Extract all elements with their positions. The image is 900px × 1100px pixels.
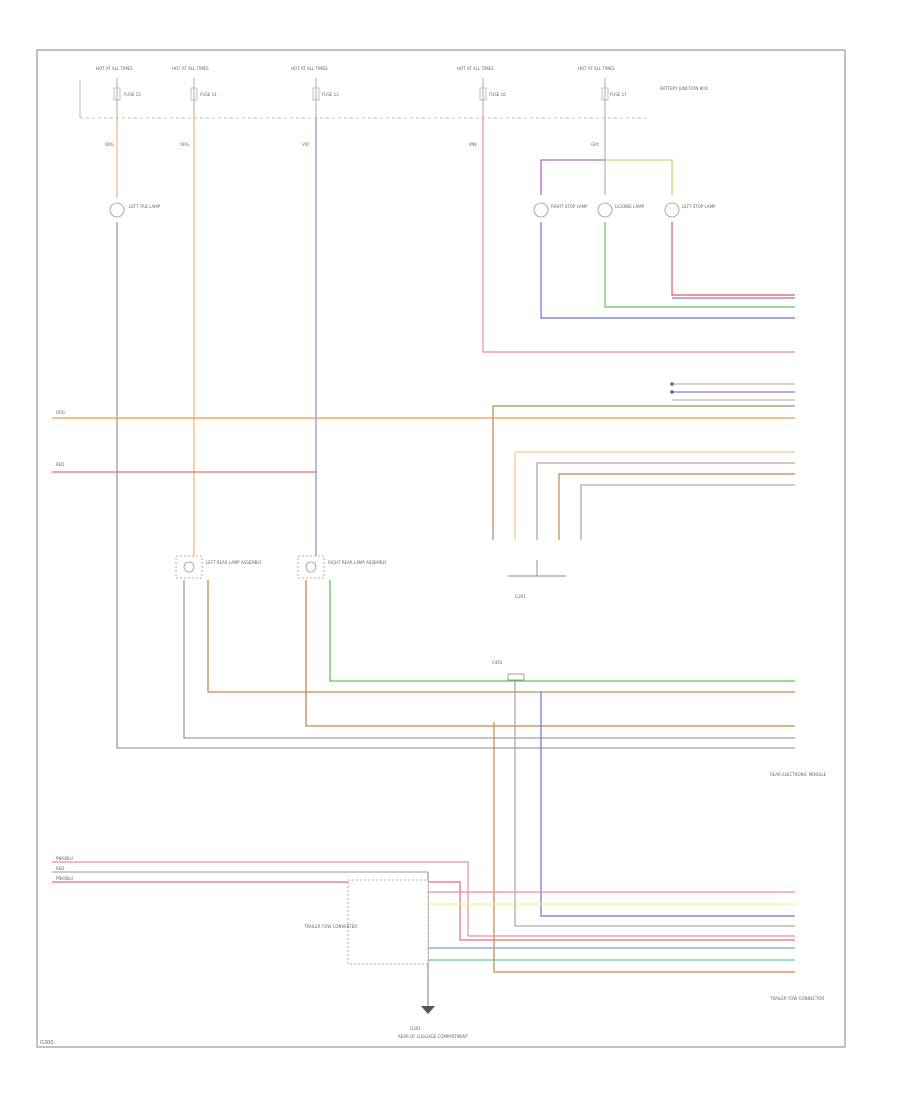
wire-left-corner-gray [183, 580, 795, 739]
ground-bottom: G301 REAR OF LUGGAGE COMPARTMENT [398, 1006, 469, 1039]
input-label-bottom-3: PNK/BLU [56, 876, 73, 881]
fuse-2-sub: FUSE 14 [200, 92, 217, 97]
section-note-rem: REAR ELECTRONIC MODULE [770, 772, 827, 777]
wire-right-corner-brown [305, 580, 795, 727]
lamp-license: LICENSE LAMP [597, 202, 645, 218]
trailer-tow-converter: TRAILER TOW CONVERTER [303, 879, 429, 965]
wire-cluster-red [671, 222, 795, 296]
wire-cluster-green [604, 222, 795, 308]
fuse-2-label: HOT AT ALL TIMES [172, 66, 209, 71]
wire-cluster-yellowgreen [605, 159, 673, 195]
fuse-1: HOT AT ALL TIMES FUSE 15 [96, 66, 141, 118]
fuse-3: HOT AT ALL TIMES FUSE 13 [291, 66, 339, 118]
lamp-left-tail: LEFT TAIL LAMP [109, 202, 161, 218]
input-label-bottom-2: RED [56, 866, 64, 871]
svg-text:C401: C401 [492, 660, 503, 665]
fuse-5-sub: FUSE 17 [610, 92, 627, 97]
wire-brown-bundle-1 [492, 405, 795, 540]
corner-lamp-left: LEFT REAR LAMP ASSEMBLY [175, 555, 262, 579]
fuse-1-sub: FUSE 15 [124, 92, 141, 97]
lamp-left-stop: LEFT STOP LAMP [664, 202, 716, 218]
wire-label-4: PNK [469, 142, 477, 147]
fuse-1-label: HOT AT ALL TIMES [96, 66, 133, 71]
fuse-4: HOT AT ALL TIMES FUSE 16 [457, 66, 506, 118]
fuse-5-label: HOT AT ALL TIMES [578, 66, 615, 71]
input-label-bottom-1: PNK/BLU [56, 856, 73, 861]
wire-right-corner-green [329, 580, 795, 682]
svg-text:LEFT TAIL LAMP: LEFT TAIL LAMP [129, 204, 161, 209]
svg-text:LEFT STOP LAMP: LEFT STOP LAMP [682, 204, 716, 209]
fuse-3-sub: FUSE 13 [322, 92, 339, 97]
fuse-4-sub: FUSE 16 [489, 92, 506, 97]
svg-text:REAR OF LUGGAGE COMPARTMENT: REAR OF LUGGAGE COMPARTMENT [398, 1034, 469, 1039]
wire-label-3: VIO [302, 142, 309, 147]
fuse-3-label: HOT AT ALL TIMES [291, 66, 328, 71]
wire-cluster-blue [540, 222, 795, 319]
svg-text:RIGHT REAR LAMP ASSEMBLY: RIGHT REAR LAMP ASSEMBLY [328, 560, 387, 565]
input-label-red: RED [56, 462, 64, 467]
splice-c401: C401 [492, 660, 525, 681]
fuse-5: HOT AT ALL TIMES FUSE 17 [578, 66, 627, 118]
section-note-trailer: TRAILER TOW CONNECTOR [769, 996, 824, 1001]
wire-tail-ground [116, 222, 795, 749]
svg-text:G301: G301 [515, 594, 526, 599]
corner-lamp-right: RIGHT REAR LAMP ASSEMBLY [297, 555, 387, 579]
wire-fuse4 [482, 118, 795, 353]
fuse-2: HOT AT ALL TIMES FUSE 14 [172, 66, 217, 118]
fuse-box-label: BATTERY JUNCTION BOX [660, 86, 708, 91]
corner-tag: G300 [40, 1040, 53, 1046]
ground-center: G301 [508, 560, 566, 599]
input-label-org: ORG [56, 410, 65, 415]
svg-text:LICENSE LAMP: LICENSE LAMP [615, 204, 645, 209]
wire-cluster-violet [540, 159, 605, 195]
fuse-4-label: HOT AT ALL TIMES [457, 66, 494, 71]
wire-left-corner-brown [207, 580, 795, 693]
wire-label-1: ORG [105, 142, 114, 147]
svg-text:RIGHT STOP LAMP: RIGHT STOP LAMP [551, 204, 588, 209]
svg-text:TRAILER TOW CONVERTER: TRAILER TOW CONVERTER [303, 924, 357, 929]
svg-text:G301: G301 [410, 1026, 421, 1031]
lamp-right-stop: RIGHT STOP LAMP [533, 202, 588, 218]
diagram-border [36, 49, 846, 1048]
wire-label-5: GRY [591, 142, 600, 147]
svg-text:LEFT REAR LAMP ASSEMBLY: LEFT REAR LAMP ASSEMBLY [206, 560, 262, 565]
wire-label-2: ORG [180, 142, 189, 147]
